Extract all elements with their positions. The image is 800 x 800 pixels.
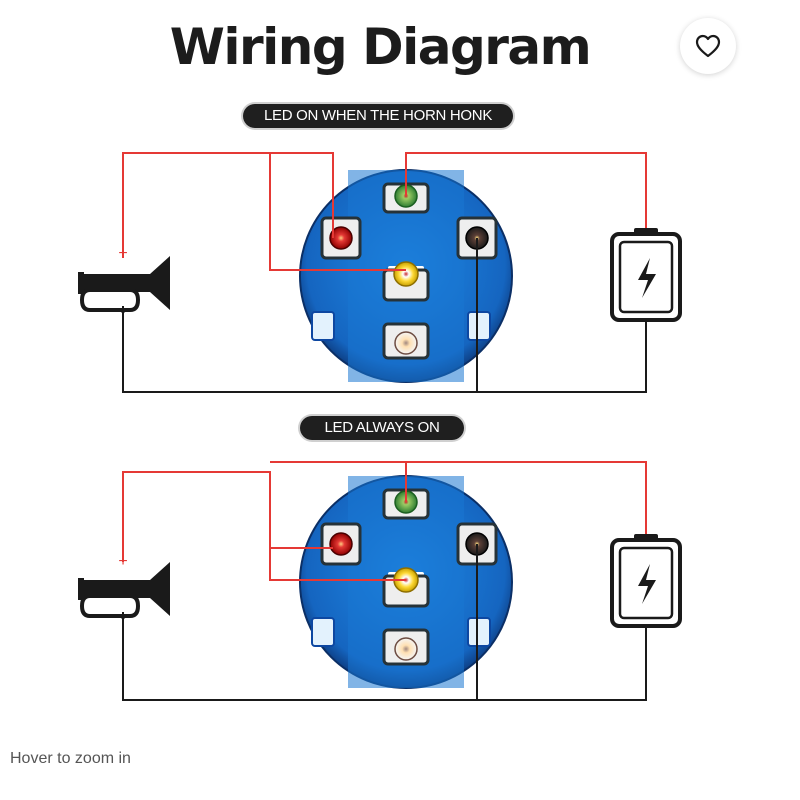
hover-zoom-hint: Hover to zoom in [10, 750, 131, 767]
heart-icon [695, 34, 721, 58]
horn-minus-sign-2: - [120, 609, 125, 626]
switch-body-2 [298, 474, 514, 690]
favorite-button[interactable] [680, 18, 736, 74]
negative-wires-2 [122, 544, 647, 701]
product-image-card[interactable]: Wiring Diagram LED ON WHEN THE HORN HONK… [0, 0, 760, 740]
horn-icon [76, 560, 172, 618]
battery-icon [610, 532, 682, 628]
battery-icon [610, 226, 682, 322]
horn-plus-sign-2: + [118, 553, 127, 570]
section-label-always-on: LED ALWAYS ON [300, 416, 464, 440]
horn-plus-sign-1: + [118, 245, 127, 262]
horn-icon [76, 254, 172, 312]
wiring-diagram: + - + - [76, 152, 682, 701]
switch-body-1 [298, 168, 514, 384]
positive-wires-1 [122, 152, 647, 271]
negative-wires-1 [122, 238, 647, 393]
diagram-title: Wiring Diagram [169, 18, 592, 76]
section-label-horn-honk: LED ON WHEN THE HORN HONK [243, 104, 513, 128]
horn-minus-sign-1: - [120, 303, 125, 320]
diagram-always-on: + - [76, 461, 682, 701]
diagram-horn-honk: + - [76, 152, 682, 393]
positive-wires-2 [122, 461, 647, 581]
